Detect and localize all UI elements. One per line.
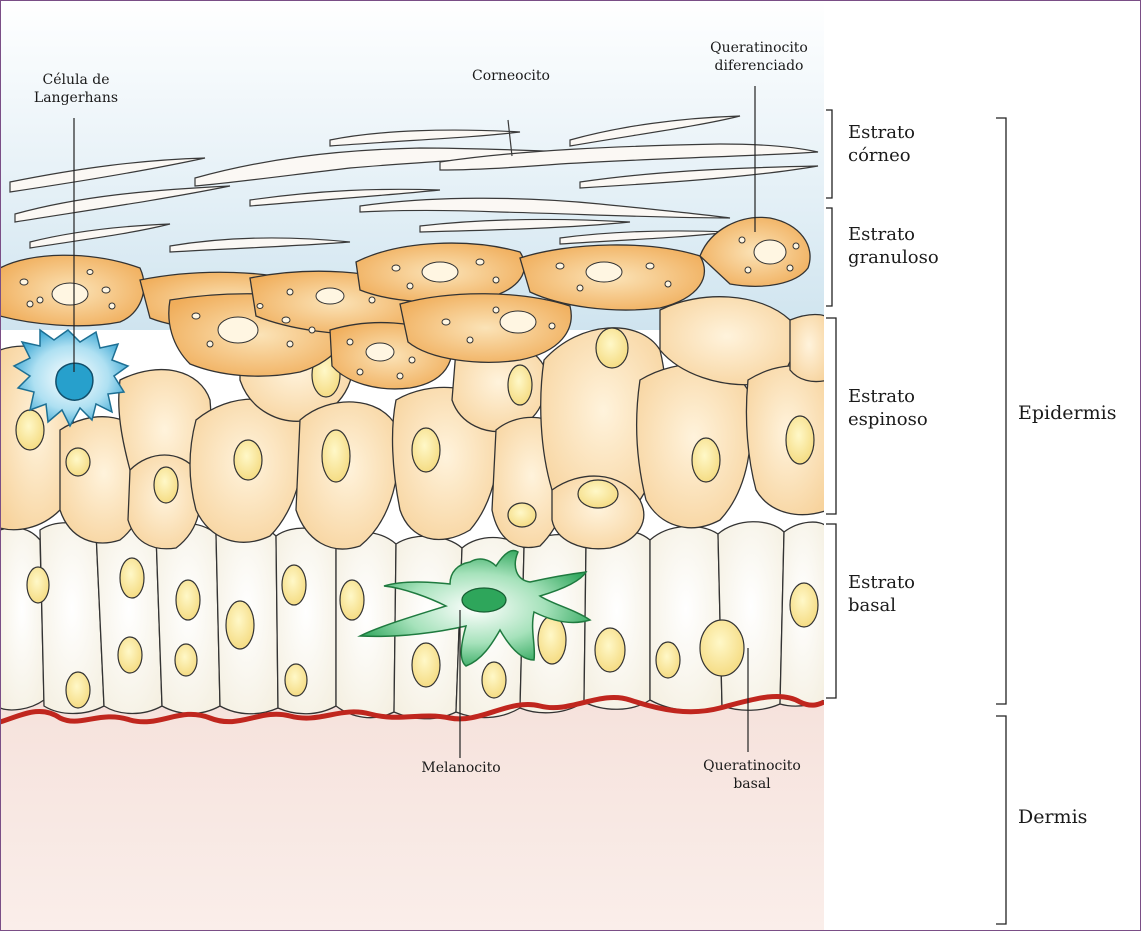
corneocito-label-line1: Corneocito xyxy=(448,68,574,86)
estrato-granuloso-label-line1: Estrato xyxy=(848,224,978,247)
estrato-corneo-label-line1: Estrato xyxy=(848,122,978,145)
queratinocito-basal-label: Queratinocito basal xyxy=(682,758,822,793)
queratinocito-diferenciado-label-line2: diferenciado xyxy=(684,58,834,76)
queratinocito-diferenciado-label: Queratinocito diferenciado xyxy=(684,40,834,75)
langerhans-label-line1: Célula de xyxy=(18,72,134,90)
estrato-corneo-label-line2: córneo xyxy=(848,145,978,168)
queratinocito-diferenciado-label-line1: Queratinocito xyxy=(684,40,834,58)
dermis-label: Dermis xyxy=(1018,806,1138,830)
queratinocito-basal-label-line2: basal xyxy=(682,776,822,794)
estrato-espinoso-label-line2: espinoso xyxy=(848,409,978,432)
estrato-basal-label: Estrato basal xyxy=(848,572,978,617)
estrato-espinoso-label: Estrato espinoso xyxy=(848,386,978,431)
estrato-granuloso-label-line2: granuloso xyxy=(848,247,978,270)
epidermis-label: Epidermis xyxy=(1018,402,1138,426)
melanocito-label: Melanocito xyxy=(396,760,526,778)
dermis-background xyxy=(0,700,824,933)
langerhans-label-line2: Langerhans xyxy=(18,90,134,108)
estrato-espinoso-label-line1: Estrato xyxy=(848,386,978,409)
queratinocito-basal-label-line1: Queratinocito xyxy=(682,758,822,776)
estrato-basal-label-line1: Estrato xyxy=(848,572,978,595)
langerhans-label: Célula de Langerhans xyxy=(18,72,134,107)
estrato-corneo-label: Estrato córneo xyxy=(848,122,978,167)
estrato-granuloso-label: Estrato granuloso xyxy=(848,224,978,269)
melanocito-label-line1: Melanocito xyxy=(396,760,526,778)
estrato-basal-label-line2: basal xyxy=(848,595,978,618)
corneocito-label: Corneocito xyxy=(448,68,574,86)
